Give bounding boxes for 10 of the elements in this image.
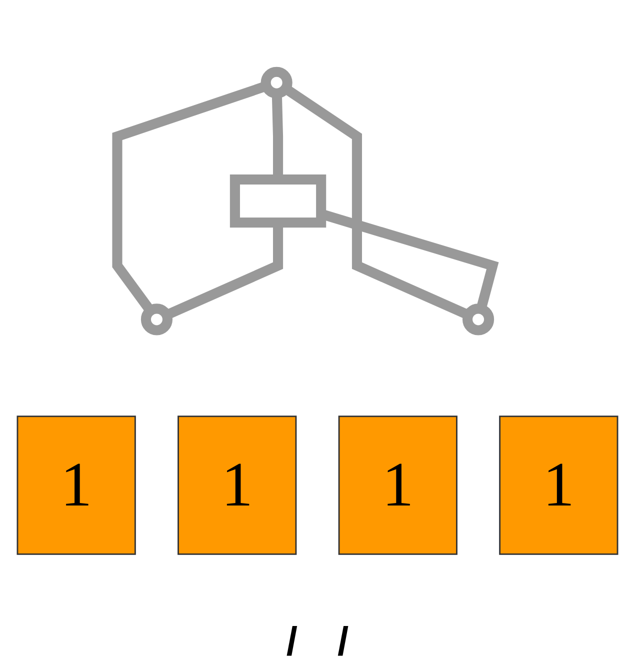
node-circle: [140, 304, 173, 336]
allele-separator: /: [286, 620, 298, 665]
node-box: 1: [16, 416, 136, 555]
node-box: 1: [338, 416, 458, 555]
node-box: [230, 174, 326, 228]
node-box: 1: [178, 416, 297, 555]
node-circle: [462, 304, 494, 336]
allele-separator: /: [338, 620, 349, 665]
node-box: 1: [499, 416, 618, 555]
node-circle: [260, 66, 292, 98]
